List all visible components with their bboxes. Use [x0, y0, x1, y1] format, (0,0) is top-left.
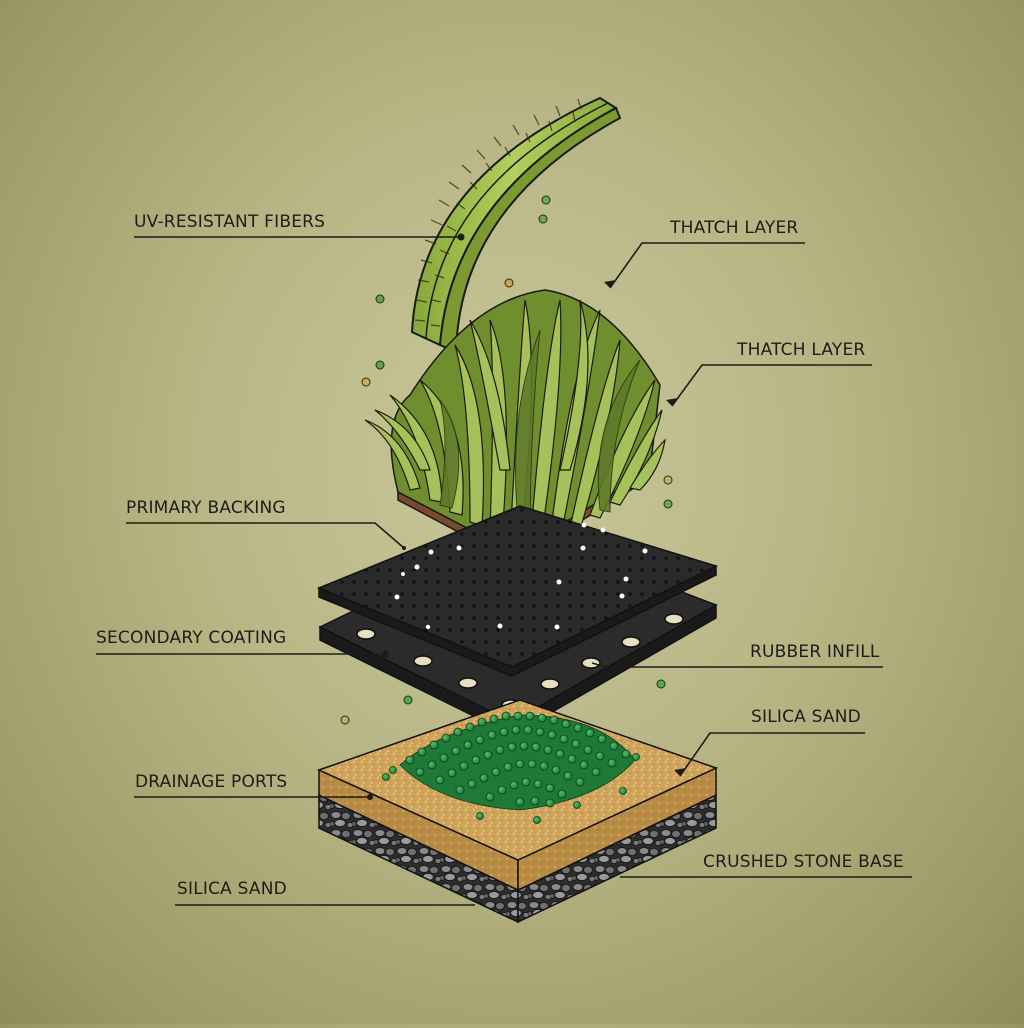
leader-lines [96, 236, 912, 906]
label-rubber-infill: RUBBER INFILL [750, 642, 880, 662]
drainage-port-holes [356, 613, 684, 711]
label-crushed-stone-base: CRUSHED STONE BASE [703, 852, 904, 872]
primary-backing-sheet [317, 505, 719, 677]
uv-fiber-blade [410, 96, 622, 354]
label-drainage-ports: DRAINAGE PORTS [135, 772, 288, 792]
label-silica-sand-right: SILICA SAND [751, 707, 861, 727]
label-thatch-layer: THATCH LAYER [737, 340, 866, 360]
label-primary-backing: PRIMARY BACKING [126, 498, 286, 518]
label-thatch-layer-top: THATCH LAYER [670, 218, 799, 238]
label-uv-resistant-fibers: UV-RESISTANT FIBERS [134, 212, 326, 232]
rubber-infill-pile [382, 711, 640, 824]
label-silica-sand-left: SILICA SAND [177, 879, 287, 899]
label-secondary-coating: SECONDARY COATING [96, 628, 287, 648]
leader-endpoints [367, 233, 686, 800]
thatch-grass-tuft [364, 289, 666, 563]
floating-particles [340, 195, 673, 725]
